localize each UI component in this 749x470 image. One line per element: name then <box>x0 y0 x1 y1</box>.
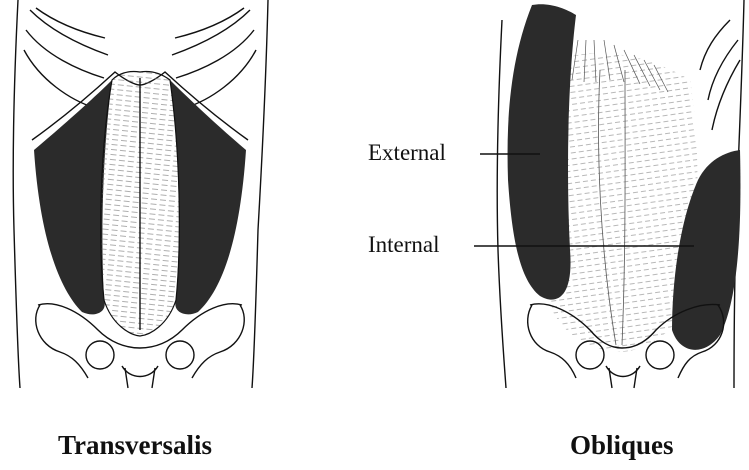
external-label: External <box>368 140 446 166</box>
external-oblique <box>508 4 576 299</box>
transversalis-muscle-right <box>170 80 246 314</box>
transversalis-muscle <box>34 80 112 314</box>
internal-label: Internal <box>368 232 440 258</box>
caption-transversalis: Transversalis <box>58 430 212 461</box>
caption-obliques: Obliques <box>570 430 674 461</box>
